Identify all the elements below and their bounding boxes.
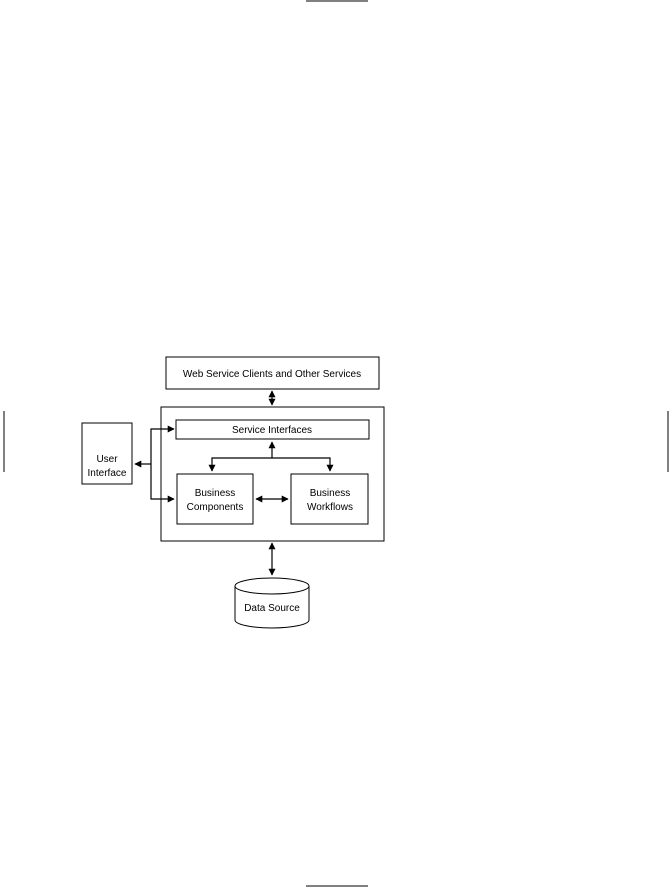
business-components-label-line1: Business [195, 488, 236, 499]
web-clients-box [165, 356, 380, 390]
data-source-label: Data Source [244, 603, 300, 614]
user-interface-box [81, 422, 133, 485]
web-clients-label: Web Service Clients and Other Services [183, 369, 361, 380]
service-tree-branch [208, 457, 334, 472]
business-components-box [176, 473, 254, 525]
user-interface-label-line1: User [96, 454, 118, 465]
data-source-cylinder [234, 577, 310, 629]
business-workflows-label-line2: Workflows [307, 502, 353, 513]
user-interface-label-line2: Interface [88, 468, 127, 479]
business-components-label-line2: Components [187, 502, 244, 513]
business-workflows-box [290, 473, 369, 525]
service-interfaces-box [175, 419, 370, 440]
page-marks [3, 0, 669, 887]
service-interfaces-label: Service Interfaces [232, 425, 312, 436]
business-workflows-label-line1: Business [310, 488, 351, 499]
